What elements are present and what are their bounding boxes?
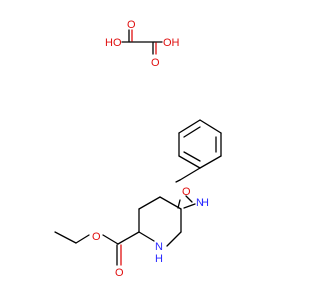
bond-o-ch2 (75, 234, 90, 244)
atom-ring-h: H (155, 253, 163, 265)
atom-ho-left: HO (105, 37, 122, 49)
bond-ch2-ch3 (54, 231, 77, 244)
pip-bond-c2-n (138, 231, 155, 242)
pip-bond-n-c6 (166, 231, 182, 247)
benzene-bond-1 (199, 119, 222, 134)
structure-canvas: HO OH O O O N H (54, 19, 222, 279)
atom-amine-h: H (201, 197, 209, 209)
atom-ether-o: O (182, 186, 191, 198)
benzene-inner-3 (183, 151, 201, 162)
benzene-ring (178, 119, 222, 169)
benzene-bond-4 (178, 155, 201, 169)
bond-n-ring (183, 203, 196, 209)
piperidine-ring: N H (138, 196, 182, 265)
bond-ring-ch2 (179, 167, 201, 181)
benzene-bond-3 (199, 155, 222, 169)
oxalic-acid: HO OH O O (105, 19, 180, 69)
atom-amine-n: N (196, 197, 204, 209)
atom-o-bottom: O (151, 57, 160, 69)
atom-o-top: O (127, 19, 136, 31)
atom-carbonyl-o: O (115, 267, 124, 279)
pip-bond-c4-c3 (138, 196, 161, 210)
atom-ring-n: N (155, 241, 163, 253)
atom-oh-right: OH (163, 37, 180, 49)
pip-bond-c5-c4 (159, 196, 182, 210)
benzene-inner-1 (183, 126, 201, 138)
bond-o-n (177, 199, 181, 209)
benzyloxy-amine-linker: O N H (175, 167, 209, 209)
atom-ester-o: O (92, 231, 101, 243)
bond-o-n-2 (185, 195, 193, 203)
chemical-structure: HO OH O O O N H (54, 19, 222, 279)
bond-c-o-ester (102, 234, 119, 245)
ethyl-ester: O O (54, 231, 140, 279)
bond-ch2-o (175, 179, 181, 183)
bond-c2-carbonyl (117, 231, 140, 245)
benzene-bond-6 (178, 119, 201, 134)
